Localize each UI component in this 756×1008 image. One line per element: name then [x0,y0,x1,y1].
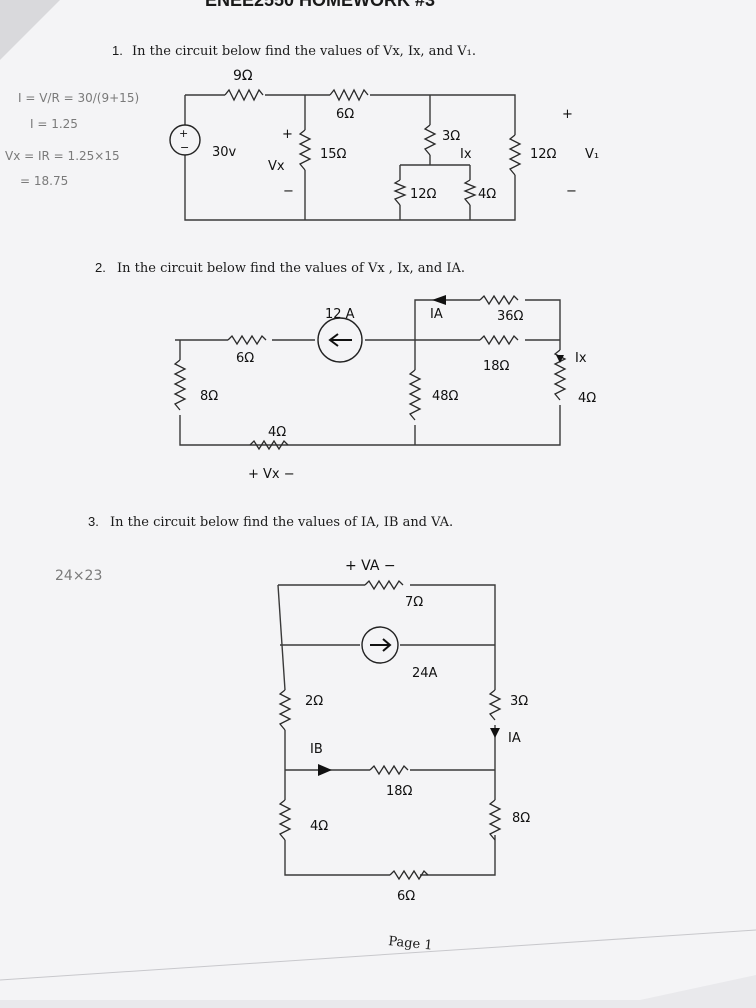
c3-label-r3: 3Ω [510,694,528,709]
c1-label-r15: 15Ω [320,147,347,162]
problem-2-number: 2. [95,260,106,275]
c2-label-r48: 48Ω [432,389,459,404]
resistor-12-ohm-a [393,179,407,206]
c1-label-ix: Ix [460,147,472,162]
resistor-18-ohm [479,334,519,346]
c3-label-r4: 4Ω [310,819,328,834]
problem-3-number: 3. [88,514,99,529]
resistor-6-ohm [329,88,369,102]
resistor-2-ohm [278,689,292,731]
c3-label-ib: IB [310,742,323,757]
note-side: 24×23 [55,568,102,584]
resistor-3-ohm [423,124,437,156]
c1-v1-plus: + [562,107,573,122]
c1-label-r9: 9Ω [233,68,253,84]
resistor-8-ohm [488,799,502,841]
c2-label-r36: 36Ω [497,309,524,324]
c3-label-r6: 6Ω [397,889,415,904]
problem-3-prompt: In the circuit below find the values of … [110,515,453,530]
c3-label-r18: 18Ω [386,784,413,799]
resistor-8-ohm [173,359,187,411]
arrow-ix-icon [556,355,564,363]
problem-2-prompt: In the circuit below find the values of … [117,261,465,276]
c1-minus: − [283,184,294,199]
note-line-4: = 18.75 [20,174,68,188]
c3-label-va: + VA − [345,558,396,574]
c1-plus: + [282,127,293,142]
c1-label-r12b: 12Ω [530,147,557,162]
current-source-icon [317,317,363,363]
resistor-18-ohm [369,764,409,776]
arrow-ia-icon [432,295,446,305]
problem-1-prompt: In the circuit below find the values of … [132,44,476,59]
resistor-4-ohm [249,439,289,451]
circuit-2-diagram [173,294,567,451]
c3-label-source: 24A [412,666,438,681]
note-line-2: I = 1.25 [30,117,78,131]
c1-label-r4: 4Ω [478,187,496,202]
resistor-36-ohm [479,294,519,306]
c2-label-r18: 18Ω [483,359,510,374]
c2-label-r4b: 4Ω [578,391,596,406]
c2-label-vx: + Vx − [248,467,295,482]
resistor-7-ohm [364,579,404,591]
c1-label-vx: Vx [268,159,285,174]
page-number: Page 1 [388,934,434,954]
c1-v1-minus: − [566,184,577,199]
c1-label-r12a: 12Ω [410,187,437,202]
voltage-source-icon [169,124,201,156]
resistor-12-ohm-b [508,134,522,176]
resistor-15-ohm [298,129,312,171]
c2-label-source: 12 A [325,307,355,322]
c2-label-r8: 8Ω [200,389,218,404]
resistor-3-ohm [488,689,502,721]
note-line-1: I = V/R = 30/(9+15) [18,91,139,105]
c1-label-source: 30v [212,145,237,160]
resistor-4-ohm [278,799,292,841]
c3-label-ia: IA [508,731,521,746]
c1-label-r3: 3Ω [442,129,460,144]
c1-label-v1: V₁ [585,147,599,162]
svg-text:+: + [179,127,188,140]
c2-label-ia: IA [430,307,443,322]
c3-label-r2: 2Ω [305,694,323,709]
arrow-ib-icon [318,764,332,776]
resistor-6-ohm [389,869,429,881]
resistor-9-ohm [224,88,264,102]
resistor-6-ohm [227,334,267,346]
circuit-1-diagram: + − [169,88,522,221]
resistor-48-ohm [408,369,422,421]
c2-label-r6: 6Ω [236,351,254,366]
svg-text:−: − [180,141,189,154]
resistor-4-ohm [463,179,477,206]
problem-1-number: 1. [112,43,123,58]
c3-label-r7: 7Ω [405,595,423,610]
c1-label-r6: 6Ω [336,107,354,122]
c3-label-r8: 8Ω [512,811,530,826]
arrow-ia-icon [490,728,500,738]
c2-label-ix: Ix [575,351,587,366]
header-title: ENEE2550 HOMEWORK #3 [205,0,435,10]
circuit-3-diagram [277,579,502,881]
current-source-icon [361,626,399,664]
note-line-3: Vx = IR = 1.25×15 [5,149,120,163]
c2-label-r4: 4Ω [268,425,286,440]
